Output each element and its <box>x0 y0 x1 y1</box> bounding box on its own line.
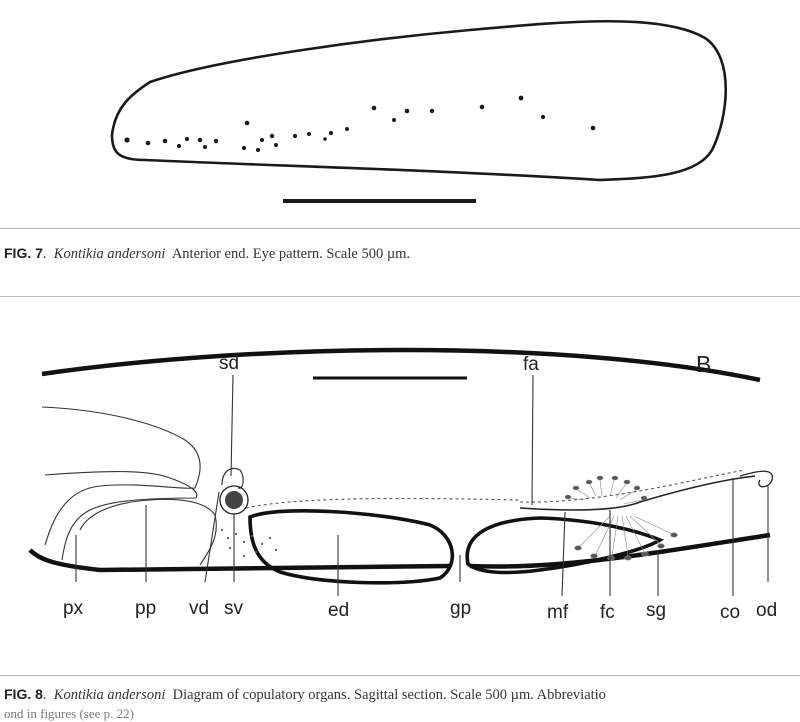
label-sg: sg <box>646 600 666 621</box>
male-duct-dashed <box>245 497 521 509</box>
body-outline-upper <box>110 19 728 182</box>
dorsal-body-wall <box>41 347 761 383</box>
fig7-caption-rule-bottom <box>0 296 800 297</box>
ventral-wall-right <box>469 532 771 569</box>
fig8-caption-continuation: ond in figures (see p. 22) <box>4 706 134 722</box>
body-outline-lower <box>110 133 602 182</box>
label-mf: mf <box>547 602 569 623</box>
female-antrum-chamber <box>465 516 665 575</box>
pharynx-inner <box>79 498 217 566</box>
female-canal <box>519 475 756 511</box>
shell-gland-lower <box>574 515 678 561</box>
label-px: px <box>63 598 84 619</box>
fig8-caption-text: Diagram of copulatory organs. Sagittal s… <box>172 687 606 703</box>
fig8-caption-continuation-text: ond in figures (see p. 22) <box>4 706 134 721</box>
fig8-caption-rule-top <box>0 675 800 676</box>
shell-gland-upper <box>564 475 648 505</box>
stipple-dots <box>220 528 278 558</box>
female-canal-dashed <box>519 469 746 503</box>
fig7-species: Kontikia andersoni <box>53 246 166 262</box>
label-fa: fa <box>523 354 539 375</box>
oviduct-loop <box>739 470 773 488</box>
seminal-vesicle-core <box>225 491 243 509</box>
eye-spots <box>124 95 596 152</box>
label-fc: fc <box>600 602 615 623</box>
label-od: od <box>756 600 777 621</box>
label-gp: gp <box>450 598 471 619</box>
label-pp: pp <box>135 598 156 619</box>
fig7-caption-rule-top <box>0 228 800 229</box>
ejaculatory-duct-chamber <box>248 509 455 585</box>
pharynx-pouch <box>44 471 198 561</box>
fig8-drawing: B <box>28 347 777 623</box>
label-sv: sv <box>224 598 244 619</box>
ventral-wall-left <box>28 548 101 573</box>
fig7-caption: FIG. 7. Kontikia andersoni Anterior end.… <box>4 245 411 262</box>
label-vd: vd <box>189 598 209 619</box>
label-sd: sd <box>219 353 239 374</box>
fig8-caption: FIG. 8. Kontikia andersoni Diagram of co… <box>4 686 606 703</box>
label-co: co <box>720 602 740 623</box>
label-ed: ed <box>328 600 349 621</box>
ventral-wall-mid <box>99 563 451 573</box>
fig8-label: FIG. 8 <box>4 686 43 702</box>
pharynx-outline <box>41 406 201 546</box>
panel-letter: B <box>696 351 711 377</box>
fig7-label: FIG. 7 <box>4 245 43 261</box>
leader-lines <box>75 374 769 597</box>
fig7-caption-text: Anterior end. Eye pattern. Scale 500 µm. <box>171 246 411 262</box>
fig7-drawing <box>110 19 728 203</box>
seminal-duct <box>221 468 244 489</box>
fig8-species: Kontikia andersoni <box>53 687 166 703</box>
